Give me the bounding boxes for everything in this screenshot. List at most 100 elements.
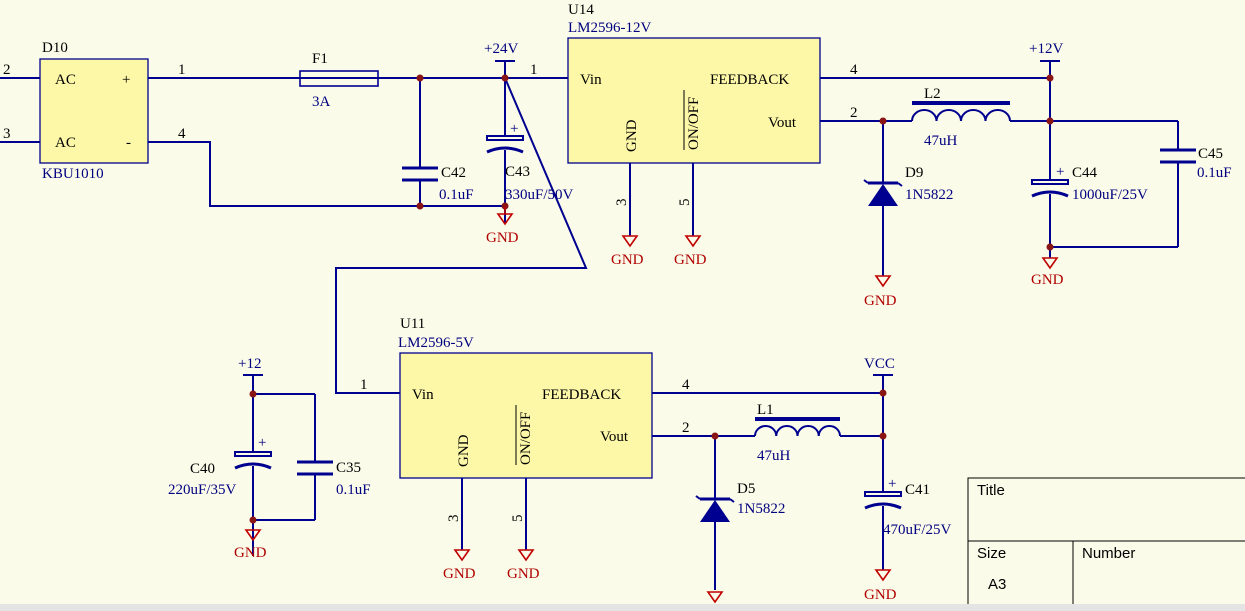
power-port-24v: +24V [484,41,518,62]
gnd-label-c44: GND [1031,272,1064,288]
bridge-plus-label: + [122,72,130,88]
u11-gnd-label: GND [456,434,472,467]
capacitor-c35: C35 0.1uF [297,460,371,498]
wires [0,62,1179,590]
l1-ref: L1 [757,402,774,418]
c41-ref: C41 [905,482,930,498]
u14-feedback-label: FEEDBACK [710,72,789,88]
capacitor-c41: + C41 470uF/25V [864,476,952,538]
c43-plus: + [510,121,518,137]
gnd-label-u14-pin3: GND [611,252,644,268]
u14-onoff-label: ON/OFF [686,97,702,150]
u11-vin-label: Vin [412,387,434,403]
l2-value: 47uH [924,133,958,149]
junction-dots [249,74,1054,524]
u14-pin2: 2 [850,105,858,121]
gnd-label-d9: GND [864,293,897,309]
c43-value: 330uF/50V [505,187,574,203]
u11-part: LM2596-5V [398,335,474,351]
u11-feedback-label: FEEDBACK [542,387,621,403]
regulator-u14: U14 LM2596-12V Vin FEEDBACK Vout GND ON/… [530,2,858,206]
number-label: Number [1082,545,1135,562]
rail-24v-label: +24V [484,41,518,57]
capacitor-c45: C45 0.1uF [1160,146,1232,181]
c45-value: 0.1uF [1197,165,1232,181]
c40-ref: C40 [190,461,215,477]
gnd-label-u11-pin5: GND [507,566,540,582]
u11-vout-label: Vout [600,429,629,445]
bottom-scrollbar[interactable] [0,604,1245,611]
rail-12-label: +12 [238,356,261,372]
bridge-pin-plus: 1 [178,62,186,78]
u14-pin5: 5 [677,199,693,207]
bridge-ref: D10 [42,40,68,56]
gnd-symbol-c41: GND [864,569,897,603]
size-value: A3 [988,576,1006,593]
title-block: Title Size Number A3 [967,477,1245,611]
bridge-pin-ac1: 2 [3,62,11,78]
d9-ref: D9 [905,165,923,181]
c40-value: 220uF/35V [168,482,237,498]
power-port-12v: +12V [1029,41,1063,62]
u11-pin4: 4 [682,377,690,393]
c40-plus: + [258,435,266,451]
gnd-symbol-u11-pin3: GND [443,549,476,582]
c42-ref: C42 [441,165,466,181]
u14-gnd-label: GND [624,119,640,152]
bridge-ac1-label: AC [55,72,76,88]
gnd-symbol-d5 [706,591,724,604]
c44-ref: C44 [1072,165,1098,181]
c44-plus: + [1056,164,1064,180]
u14-vin-label: Vin [580,72,602,88]
power-port-12: +12 [238,356,263,376]
diode-d5: D5 1N5822 [695,481,785,522]
u11-pin1: 1 [360,377,368,393]
gnd-label-c40: GND [234,545,267,561]
c41-value: 470uF/25V [883,522,952,538]
l1-value: 47uH [757,448,791,464]
fuse-f1: F1 3A [299,51,379,110]
gnd-symbol-u11-pin5: GND [507,549,540,582]
u14-part: LM2596-12V [568,20,651,36]
size-label: Size [977,545,1006,562]
gnd-symbol-u14-pin5: GND [674,235,707,268]
u14-pin1: 1 [530,62,538,78]
fuse-value: 3A [312,94,331,110]
capacitor-c44: + C44 1000uF/25V [1031,164,1148,203]
u11-onoff-label: ON/OFF [518,412,534,465]
c42-value: 0.1uF [439,187,474,203]
inductor-l1: L1 47uH [754,402,841,464]
u14-pin4: 4 [850,62,858,78]
u14-ref: U14 [568,2,594,18]
c43-ref: C43 [505,164,530,180]
gnd-symbol-u14-pin3: GND [611,235,644,268]
c35-value: 0.1uF [336,482,371,498]
regulator-u11: U11 LM2596-5V Vin FEEDBACK Vout GND ON/O… [360,316,690,522]
c44-value: 1000uF/25V [1072,187,1148,203]
capacitor-c40: + C40 220uF/35V [168,435,272,498]
c45-ref: C45 [1198,146,1223,162]
gnd-symbol-d9: GND [864,275,897,309]
gnd-label-c41: GND [864,587,897,603]
u14-vout-label: Vout [768,115,797,131]
gnd-symbol-c43: GND [486,206,519,246]
fuse-ref: F1 [312,51,328,67]
gnd-symbol-c40: GND [234,529,267,561]
c35-ref: C35 [336,460,361,476]
u11-pin3: 3 [446,515,462,523]
bridge-minus-label: - [126,135,131,151]
l2-ref: L2 [924,86,941,102]
gnd-label-u11-pin3: GND [443,566,476,582]
title-label: Title [977,482,1005,499]
capacitor-c42: C42 0.1uF [402,165,474,203]
u11-ref: U11 [400,316,425,332]
u14-pin3: 3 [614,199,630,207]
capacitor-c43: + C43 330uF/50V [486,121,574,203]
gnd-label-u14-pin5: GND [674,252,707,268]
gnd-label-c43: GND [486,230,519,246]
d9-value: 1N5822 [905,187,953,203]
diode-d9: D9 1N5822 [863,165,953,206]
bridge-pin-minus: 4 [178,126,186,142]
bridge-part: KBU1010 [42,166,104,182]
rail-vcc-label: VCC [864,356,895,372]
